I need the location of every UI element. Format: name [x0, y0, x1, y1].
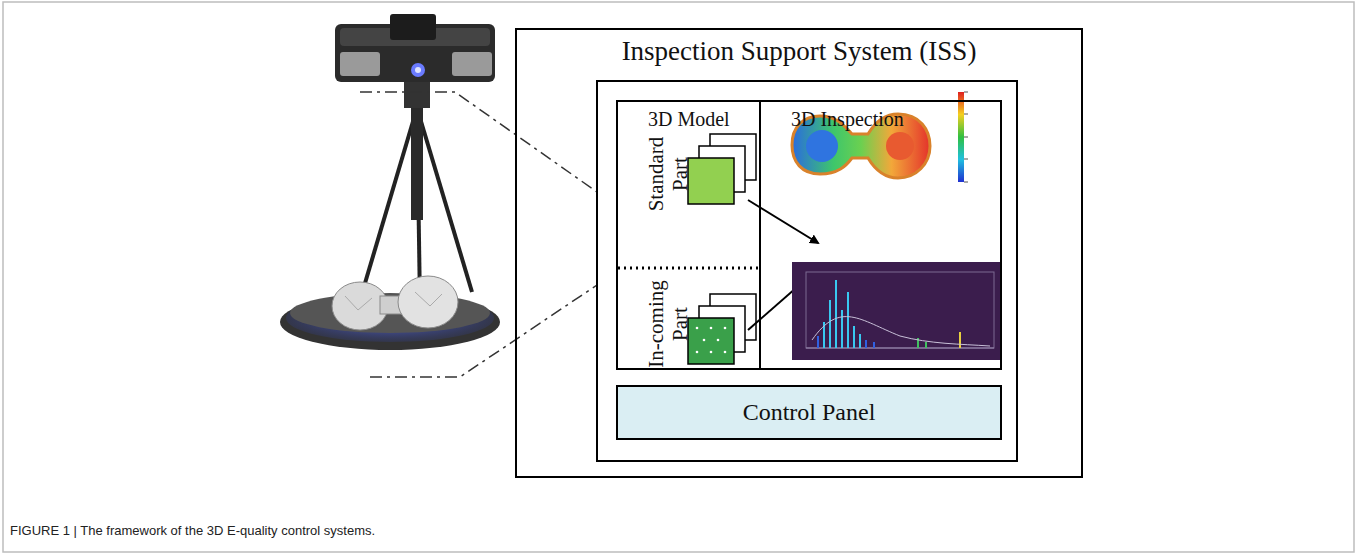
leader-line [360, 92, 597, 192]
box-title: Control Panel [743, 399, 876, 427]
separator [618, 267, 758, 270]
part-label: Standard Part [644, 126, 692, 222]
box-title: Inspection Support System (ISS) [517, 36, 1081, 67]
panel-box: 3D Inspection [759, 100, 1002, 370]
part-label: In-coming Part [644, 272, 692, 376]
box-title: 3D Inspection [791, 108, 904, 131]
system-box: Inspection Support System (ISS) 3D ModelS… [515, 28, 1083, 478]
incoming-dots [696, 327, 727, 354]
histogram-image [792, 262, 1002, 360]
leader-line [370, 285, 597, 377]
scanner-illustration [280, 14, 500, 350]
figure-caption: FIGURE 1 | The framework of the 3D E-qua… [10, 523, 375, 538]
deviation-map [792, 92, 968, 182]
incoming-part-layers [688, 294, 756, 364]
standard-part-layers [688, 134, 756, 204]
box-title: 3D Model [648, 108, 730, 131]
control-box: Control Panel [616, 385, 1002, 440]
panel-box: 3D ModelStandard PartIn-coming Part [616, 100, 761, 370]
